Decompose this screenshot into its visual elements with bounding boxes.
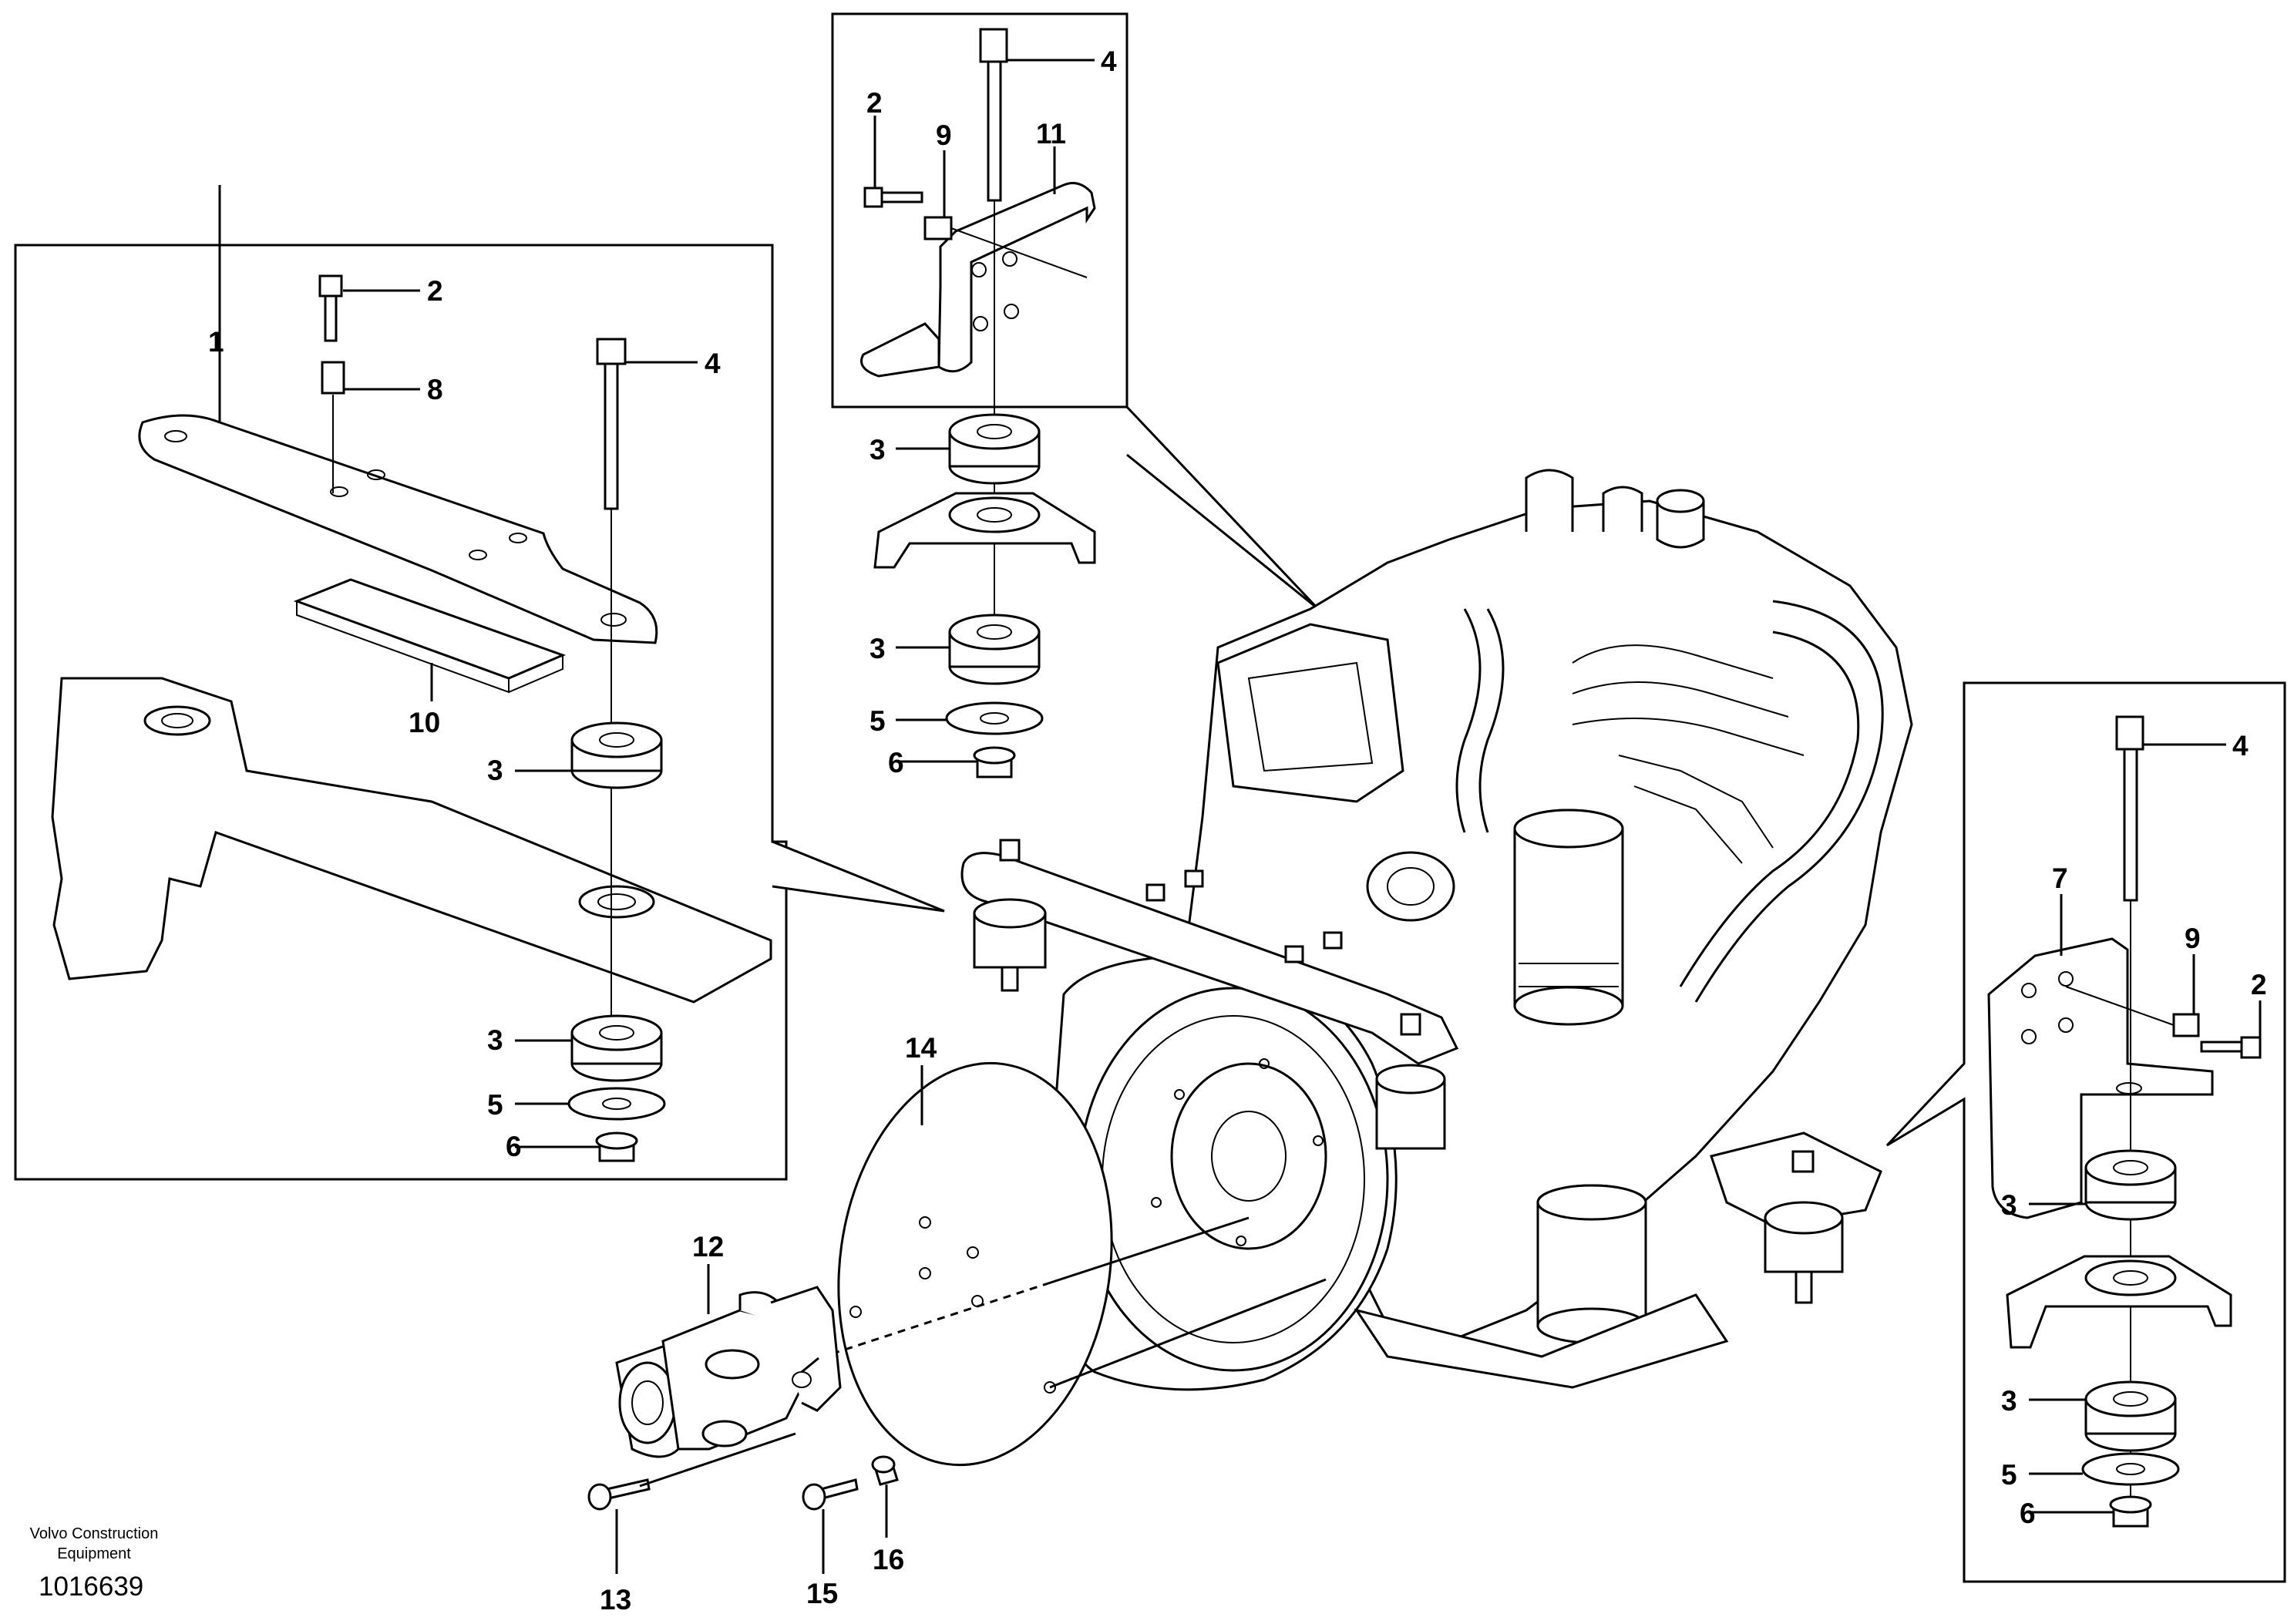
- lifting-eye-1: [1525, 469, 1574, 532]
- callout-16: 16: [873, 1544, 904, 1575]
- document-id: 1016639: [39, 1572, 143, 1602]
- pointer-arrow-top: [1125, 405, 1320, 610]
- spacer-part-8: [321, 361, 345, 395]
- detail-box-left: [14, 185, 945, 1181]
- callout-2-top: 2: [866, 87, 883, 119]
- callout-11: 11: [1036, 118, 1066, 150]
- water-pump-outlet: [1366, 851, 1455, 922]
- screw-part-2-top: [863, 187, 923, 208]
- drawing-credit: Volvo Construction Equipment 1016639: [30, 1525, 159, 1602]
- screw-part-2-left: [318, 274, 343, 342]
- callout-3-right-a: 3: [2001, 1189, 2017, 1221]
- nut-part-6-top: [973, 746, 1016, 778]
- bolt-part-4-right: [2115, 715, 2144, 902]
- callout-13: 13: [600, 1584, 631, 1616]
- callout-5-top: 5: [870, 705, 886, 737]
- valve-cover: [1216, 623, 1404, 803]
- rubber-mount-3-left-bottom: [570, 1014, 663, 1082]
- rubber-mount-3-top-a: [948, 413, 1041, 485]
- bracket-part-1: [138, 414, 658, 644]
- callout-9-right: 9: [2185, 923, 2201, 954]
- bracket-part-7: [1987, 937, 2214, 1219]
- callout-7: 7: [2052, 862, 2068, 894]
- fuel-filter: [1513, 809, 1624, 1026]
- screw-part-15: [802, 1478, 859, 1574]
- publisher-line-1: Volvo Construction: [30, 1525, 159, 1542]
- engine-bracket-installed: [960, 852, 1459, 1065]
- spacer-part-16: [871, 1455, 899, 1538]
- callout-4-top: 4: [1101, 45, 1117, 77]
- spacer-part-9-right: [2172, 1013, 2200, 1037]
- detail-box-right: [1885, 681, 2286, 1583]
- callout-2-right: 2: [2251, 969, 2267, 1000]
- screw-part-13: [587, 1432, 796, 1574]
- callout-6-right: 6: [2020, 1498, 2036, 1529]
- rubber-mount-3-left-top: [570, 721, 663, 789]
- publisher-line-2: Equipment: [57, 1545, 131, 1562]
- rubber-mount-3-right-b: [2084, 1380, 2177, 1452]
- engine-assembly: [960, 469, 1913, 1391]
- callout-6-top: 6: [888, 747, 904, 778]
- rubber-mount-3-top-b: [948, 614, 1041, 685]
- bracket-part-11: [937, 182, 1096, 373]
- callout-1: 1: [208, 326, 224, 358]
- callout-4-right: 4: [2232, 730, 2249, 762]
- lifting-eye-2: [1602, 486, 1643, 532]
- nut-part-6-right: [2109, 1495, 2152, 1528]
- installed-mount-right: [1710, 1131, 1882, 1304]
- rubber-mount-3-right-a: [2084, 1149, 2177, 1221]
- frame-rail: [51, 677, 772, 1004]
- screw-part-2-right: [2200, 1036, 2262, 1059]
- washer-part-5-right: [2081, 1452, 2180, 1486]
- spacer-part-9-top: [923, 216, 953, 240]
- callout-10: 10: [409, 707, 440, 738]
- callout-3-top-a: 3: [870, 434, 886, 466]
- washer-part-5-top: [945, 701, 1044, 735]
- callout-15: 15: [806, 1578, 838, 1609]
- callout-14: 14: [905, 1032, 937, 1064]
- callout-labels: 1 2 8 4 10 3 3 5 6 2 9 11 4 3 3 5 6 4 7 …: [208, 45, 2267, 1616]
- oil-pan: [1354, 1293, 1729, 1389]
- bolt-part-4-top: [979, 28, 1008, 202]
- callout-12: 12: [692, 1231, 724, 1263]
- coupling-part-12: [615, 1264, 842, 1458]
- bolt-part-4-left: [596, 338, 627, 510]
- callout-8: 8: [427, 374, 443, 405]
- callout-5-right: 5: [2001, 1459, 2017, 1491]
- callout-2-left: 2: [427, 275, 443, 307]
- flywheel: [1078, 987, 1389, 1372]
- pointer-arrow-left: [772, 840, 945, 913]
- callout-3-top-b: 3: [870, 633, 886, 664]
- callout-3-left-bottom: 3: [487, 1024, 503, 1056]
- callout-3-right-b: 3: [2001, 1385, 2017, 1417]
- washer-part-5-left: [567, 1087, 666, 1121]
- callout-5-left: 5: [487, 1089, 503, 1121]
- callout-3-left-top: 3: [487, 755, 503, 786]
- callout-6-left: 6: [506, 1131, 522, 1162]
- nut-part-6-left: [595, 1131, 638, 1162]
- drive-plate-part-14: [818, 1061, 1327, 1467]
- callout-4-left: 4: [705, 348, 721, 379]
- installed-mount-left: [973, 839, 1047, 992]
- oil-filter: [1536, 1184, 1647, 1344]
- callout-9-top: 9: [936, 119, 952, 151]
- installed-mount-middle: [1375, 1013, 1446, 1150]
